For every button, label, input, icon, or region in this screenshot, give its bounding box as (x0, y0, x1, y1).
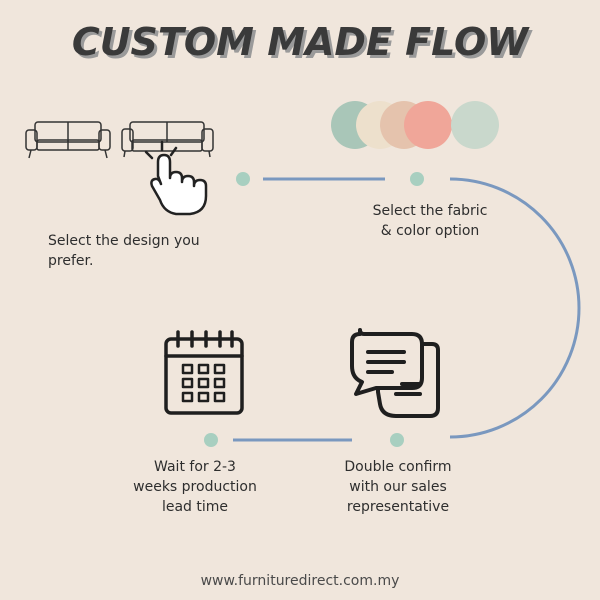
flow-node-2 (410, 172, 424, 186)
swatch-4 (404, 101, 452, 149)
color-swatch-icon (331, 101, 499, 149)
pointing-hand-icon (144, 140, 208, 216)
sofa-icon (25, 121, 111, 159)
step-2-label: Select the fabric & color option (372, 203, 488, 239)
step-1-label: Select the design you prefer. (48, 233, 200, 269)
connector-curve-step2-step3 (449, 177, 581, 439)
step-4-label: Wait for 2-3 weeks production lead time (133, 459, 257, 515)
flow-node-4 (204, 433, 218, 447)
flow-node-1 (236, 172, 250, 186)
swatch-5 (451, 101, 499, 149)
chat-bubbles-icon (350, 328, 440, 418)
sofa-icon (121, 121, 214, 158)
flow-node-3 (390, 433, 404, 447)
calendar-icon (164, 330, 244, 415)
page-title: CUSTOM MADE FLOW (71, 20, 529, 64)
step-3-label: Double confirm with our sales representa… (344, 459, 452, 515)
website-url: www.furnituredirect.com.my (200, 573, 400, 589)
